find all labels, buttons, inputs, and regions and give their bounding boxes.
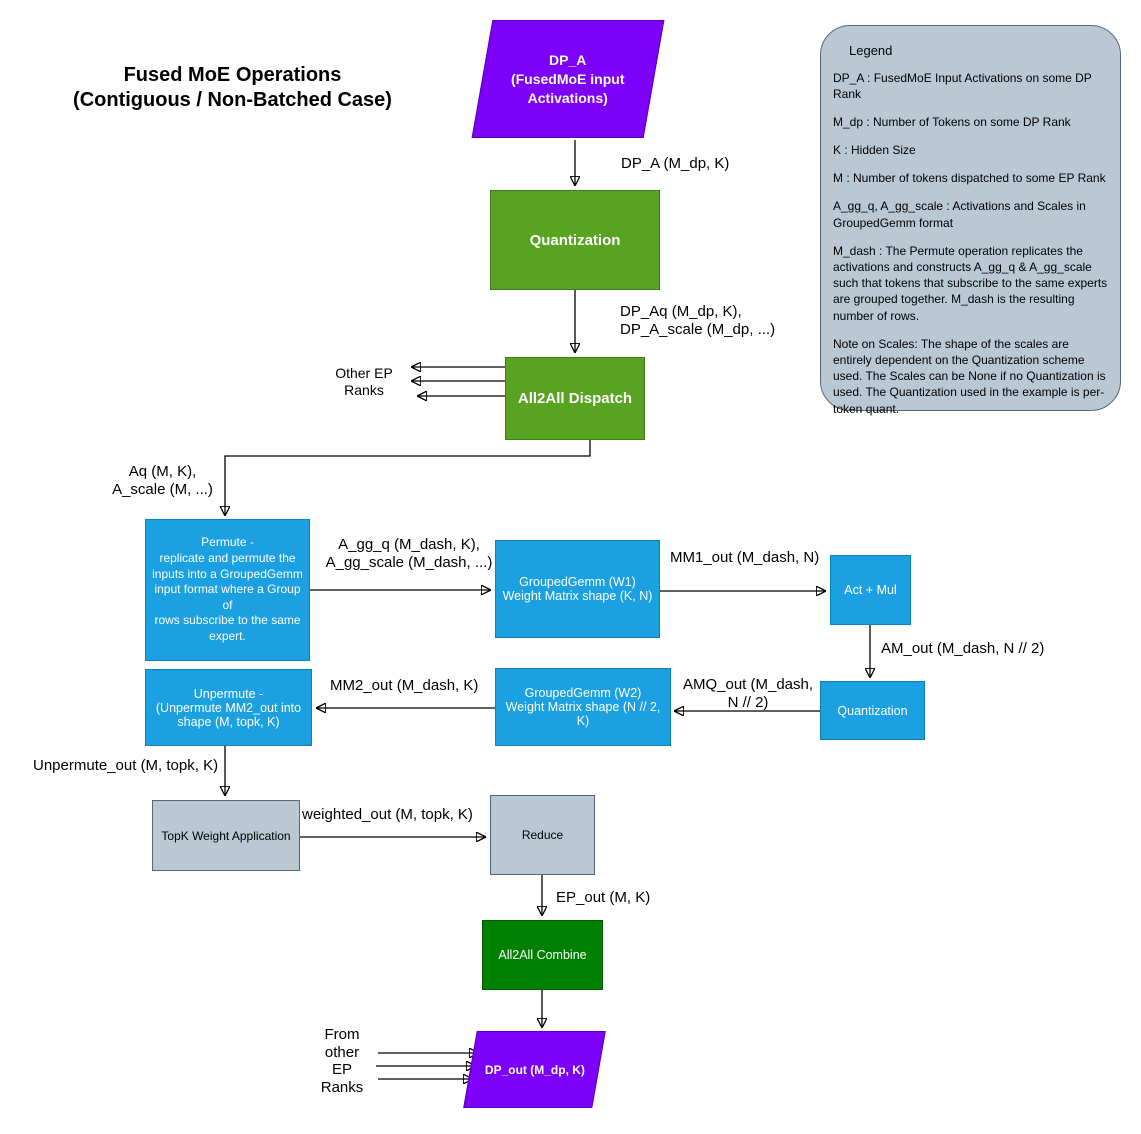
node-grouped-gemm-w2-label: GroupedGemm (W2) Weight Matrix shape (N …: [505, 686, 661, 728]
edge-label-mm2-out: MM2_out (M_dash, K): [330, 677, 479, 694]
node-act-mul-label: Act + Mul: [844, 583, 897, 597]
node-topk-weight-application: TopK Weight Application: [152, 800, 300, 871]
legend-panel: Legend DP_A : FusedMoE Input Activations…: [820, 25, 1121, 416]
node-quantization-2-label: Quantization: [837, 703, 908, 718]
node-unpermute: Unpermute - (Unpermute MM2_out into shap…: [145, 669, 312, 746]
node-dp-a-label: DP_A (FusedMoE input Activations): [511, 51, 625, 106]
diagram-title: Fused MoE Operations (Contiguous / Non-B…: [73, 64, 392, 111]
arrow-dispatch-to-permute: [225, 440, 591, 515]
node-unpermute-label: Unpermute - (Unpermute MM2_out into shap…: [155, 686, 302, 729]
edge-label-ep-out: EP_out (M, K): [556, 889, 651, 906]
edge-label-aq: Aq (M, K), A_scale (M, ...): [112, 463, 213, 498]
legend-item-note-scales: Note on Scales: The shape of the scales …: [833, 336, 1106, 416]
node-grouped-gemm-w2: GroupedGemm (W2) Weight Matrix shape (N …: [495, 668, 671, 746]
legend-item-a-gg: A_gg_q, A_gg_scale : Activations and Sca…: [833, 199, 1086, 230]
edge-label-dp-aq: DP_Aq (M_dp, K), DP_A_scale (M_dp, ...): [620, 303, 776, 338]
node-permute-label: Permute - replicate and permute the inpu…: [152, 535, 303, 643]
node-dp-out-label: DP_out (M_dp, K): [484, 1062, 585, 1077]
node-permute: Permute - replicate and permute the inpu…: [145, 519, 310, 661]
edge-label-a-gg: A_gg_q (M_dash, K), A_gg_scale (M_dash, …: [325, 536, 493, 571]
legend-item-m-dash: M_dash : The Permute operation replicate…: [833, 243, 1108, 323]
legend-item-k: K : Hidden Size: [833, 143, 916, 158]
node-dp-a: DP_A (FusedMoE input Activations): [471, 20, 665, 138]
node-quantization-2: Quantization: [820, 681, 925, 740]
edge-label-am-out: AM_out (M_dash, N // 2): [881, 640, 1045, 657]
edge-label-mm1-out: MM1_out (M_dash, N): [670, 549, 820, 566]
edge-label-amq-out: AMQ_out (M_dash, N // 2): [682, 676, 814, 711]
edge-label-weighted-out: weighted_out (M, topk, K): [302, 806, 473, 823]
legend-item-dp-a: DP_A : FusedMoE Input Activations on som…: [833, 70, 1092, 101]
node-all2all-dispatch: All2All Dispatch: [505, 357, 645, 440]
node-quantization-1: Quantization: [490, 190, 660, 290]
legend-title: Legend: [849, 43, 893, 58]
edge-label-from-other-ep: From other EP Ranks: [320, 1026, 364, 1097]
node-quantization-1-label: Quantization: [529, 231, 621, 249]
node-grouped-gemm-w1: GroupedGemm (W1) Weight Matrix shape (K,…: [495, 540, 660, 638]
node-dp-out: DP_out (M_dp, K): [463, 1031, 606, 1108]
node-act-mul: Act + Mul: [830, 555, 911, 625]
node-grouped-gemm-w1-label: GroupedGemm (W1) Weight Matrix shape (K,…: [502, 575, 653, 603]
node-reduce-label: Reduce: [521, 828, 564, 842]
node-all2all-dispatch-label: All2All Dispatch: [517, 390, 633, 407]
legend-item-m-dp: M_dp : Number of Tokens on some DP Rank: [833, 114, 1071, 129]
node-all2all-combine: All2All Combine: [482, 920, 603, 990]
node-reduce: Reduce: [490, 795, 595, 875]
edge-label-unpermute-out: Unpermute_out (M, topk, K): [33, 757, 219, 774]
edge-label-dp-a: DP_A (M_dp, K): [621, 155, 730, 172]
legend-item-m: M : Number of tokens dispatched to some …: [833, 171, 1106, 186]
edge-label-other-ep-ranks: Other EP Ranks: [335, 365, 393, 398]
node-topk-label: TopK Weight Application: [161, 828, 291, 843]
node-all2all-combine-label: All2All Combine: [498, 948, 587, 962]
